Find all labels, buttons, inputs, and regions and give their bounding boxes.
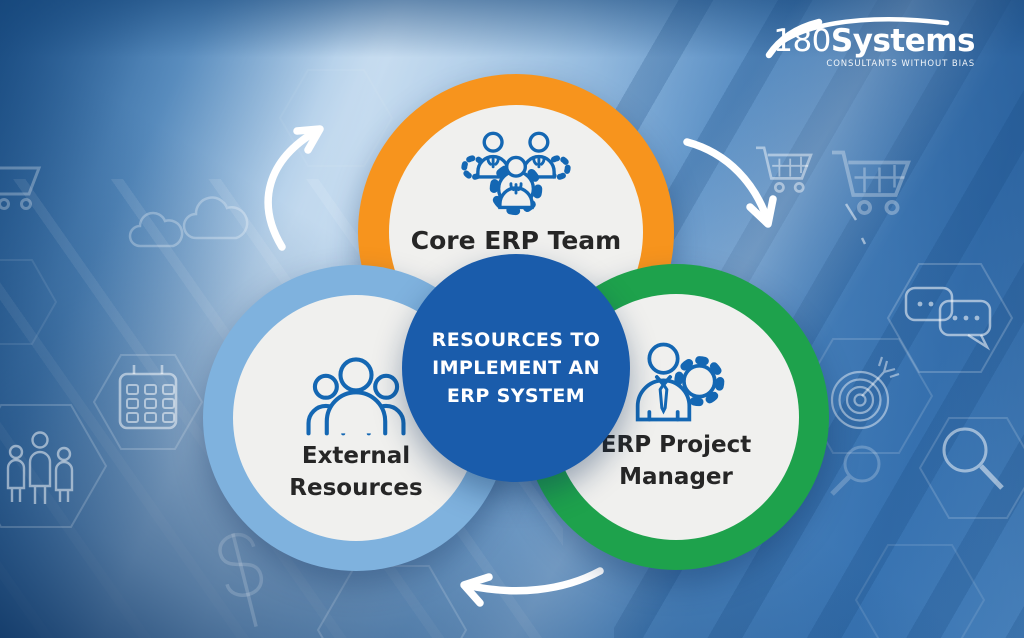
manager-with-gear-icon xyxy=(635,342,725,422)
center-title-circle: RESOURCES TO IMPLEMENT AN ERP SYSTEM xyxy=(402,254,630,482)
chat-bubbles-icon xyxy=(904,286,992,351)
team-with-gears-icon xyxy=(461,131,571,216)
node-label-core-erp-team: Core ERP Team xyxy=(410,226,622,255)
hexagon-outline xyxy=(0,404,108,528)
hexagon-outline xyxy=(886,263,1014,373)
logo-brand-systems: Systems xyxy=(830,23,976,59)
arrow-left-bottom xyxy=(460,567,604,607)
shopping-cart-icon xyxy=(0,166,42,210)
hexagon-outline xyxy=(854,544,986,638)
magnifier-icon xyxy=(942,427,1004,490)
dollar-icon xyxy=(218,532,264,627)
node-label-external: External xyxy=(301,443,411,469)
hexagon-outline xyxy=(918,417,1024,519)
node-label-erp-project: ERP Project xyxy=(600,432,752,458)
target-arrow-icon xyxy=(830,356,900,430)
calendar-icon xyxy=(118,365,178,430)
hexagon-outline xyxy=(92,354,204,450)
arrow-down-right xyxy=(683,138,777,228)
logo-brand: 180Systems xyxy=(773,24,975,58)
sparkle-dashes xyxy=(844,203,867,245)
cloud-icon xyxy=(128,196,249,248)
arrow-up-left xyxy=(264,125,324,251)
hexagon-outline xyxy=(278,69,394,167)
hexagon-outline xyxy=(798,338,934,454)
node-label-resources: Resources xyxy=(289,475,423,501)
people-group-icon xyxy=(306,357,406,436)
center-title-text: RESOURCES TO IMPLEMENT AN ERP SYSTEM xyxy=(431,329,601,407)
magnifier-icon xyxy=(830,445,881,496)
people-figures-icon xyxy=(6,431,74,504)
hexagon-outline xyxy=(0,259,58,345)
node-label-manager: Manager xyxy=(619,464,733,490)
shopping-cart-icon xyxy=(756,146,813,193)
logo-brand-180: 180 xyxy=(773,23,831,59)
logo-180systems: 180Systems CONSULTANTS WITHOUT BIAS xyxy=(765,17,976,69)
shopping-cart-icon xyxy=(832,150,911,215)
